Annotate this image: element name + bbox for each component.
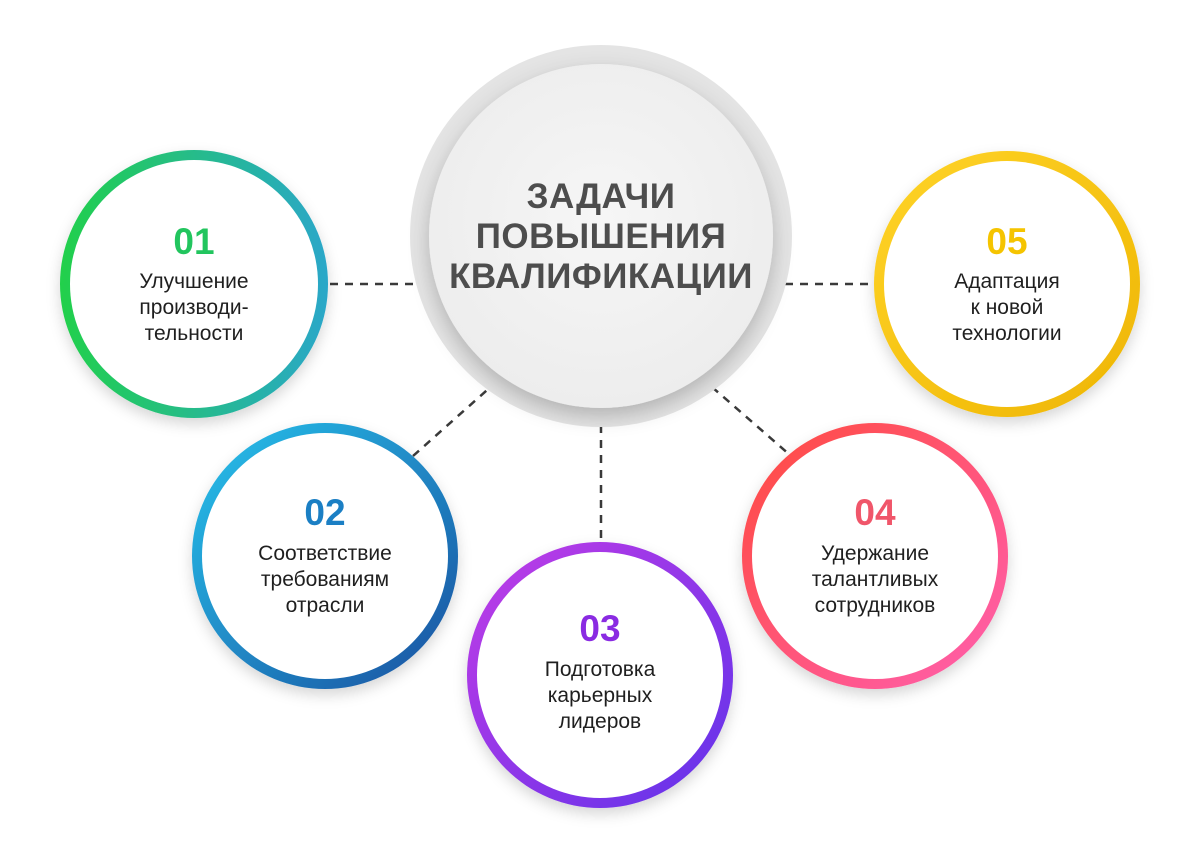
- node-text-line-1: Адаптация: [954, 270, 1060, 293]
- node-text-line-1: Удержание: [821, 542, 929, 565]
- node-04: 04 Удержание талантливых сотрудников: [742, 423, 1008, 689]
- node-text-line-2: карьерных: [548, 684, 653, 707]
- node-text-line-3: тельности: [145, 322, 244, 345]
- connectors: [330, 282, 870, 543]
- center-title-line-1: ЗАДАЧИ: [527, 177, 676, 216]
- node-disc: [752, 433, 998, 679]
- node-05: 05 Адаптация к новой технологии: [874, 151, 1140, 417]
- node-number: 04: [854, 492, 896, 533]
- node-text-line-1: Улучшение: [139, 270, 248, 293]
- node-02: 02 Соответствие требованиям отрасли: [192, 423, 458, 689]
- node-number: 02: [304, 492, 345, 533]
- node-01: 01 Улучшение производи- тельности: [60, 150, 328, 418]
- node-text-line-1: Подготовка: [545, 658, 656, 681]
- node-text-line-3: сотрудников: [815, 594, 936, 617]
- connector-04: [711, 386, 791, 456]
- node-text-line-2: талантливых: [812, 568, 939, 591]
- node-text-line-3: лидеров: [559, 710, 641, 733]
- center-title-line-2: ПОВЫШЕНИЯ: [476, 217, 727, 256]
- node-disc: [202, 433, 448, 679]
- node-03: 03 Подготовка карьерных лидеров: [467, 542, 733, 808]
- center-node: ЗАДАЧИ ПОВЫШЕНИЯ КВАЛИФИКАЦИИ: [410, 45, 792, 427]
- node-text-line-2: требованиям: [261, 568, 389, 591]
- node-text-line-3: отрасли: [286, 594, 365, 617]
- node-disc: [70, 160, 318, 408]
- center-disc: [429, 64, 773, 408]
- node-text-line-3: технологии: [952, 322, 1061, 345]
- center-title-line-3: КВАЛИФИКАЦИИ: [449, 257, 753, 296]
- node-number: 01: [173, 221, 214, 262]
- node-text-line-2: к новой: [971, 296, 1044, 319]
- node-disc: [884, 161, 1130, 407]
- node-text-line-2: производи-: [139, 296, 248, 319]
- node-number: 05: [986, 221, 1027, 262]
- node-text-line-1: Соответствие: [258, 542, 392, 565]
- connector-02: [412, 382, 496, 457]
- node-disc: [477, 552, 723, 798]
- node-number: 03: [579, 608, 620, 649]
